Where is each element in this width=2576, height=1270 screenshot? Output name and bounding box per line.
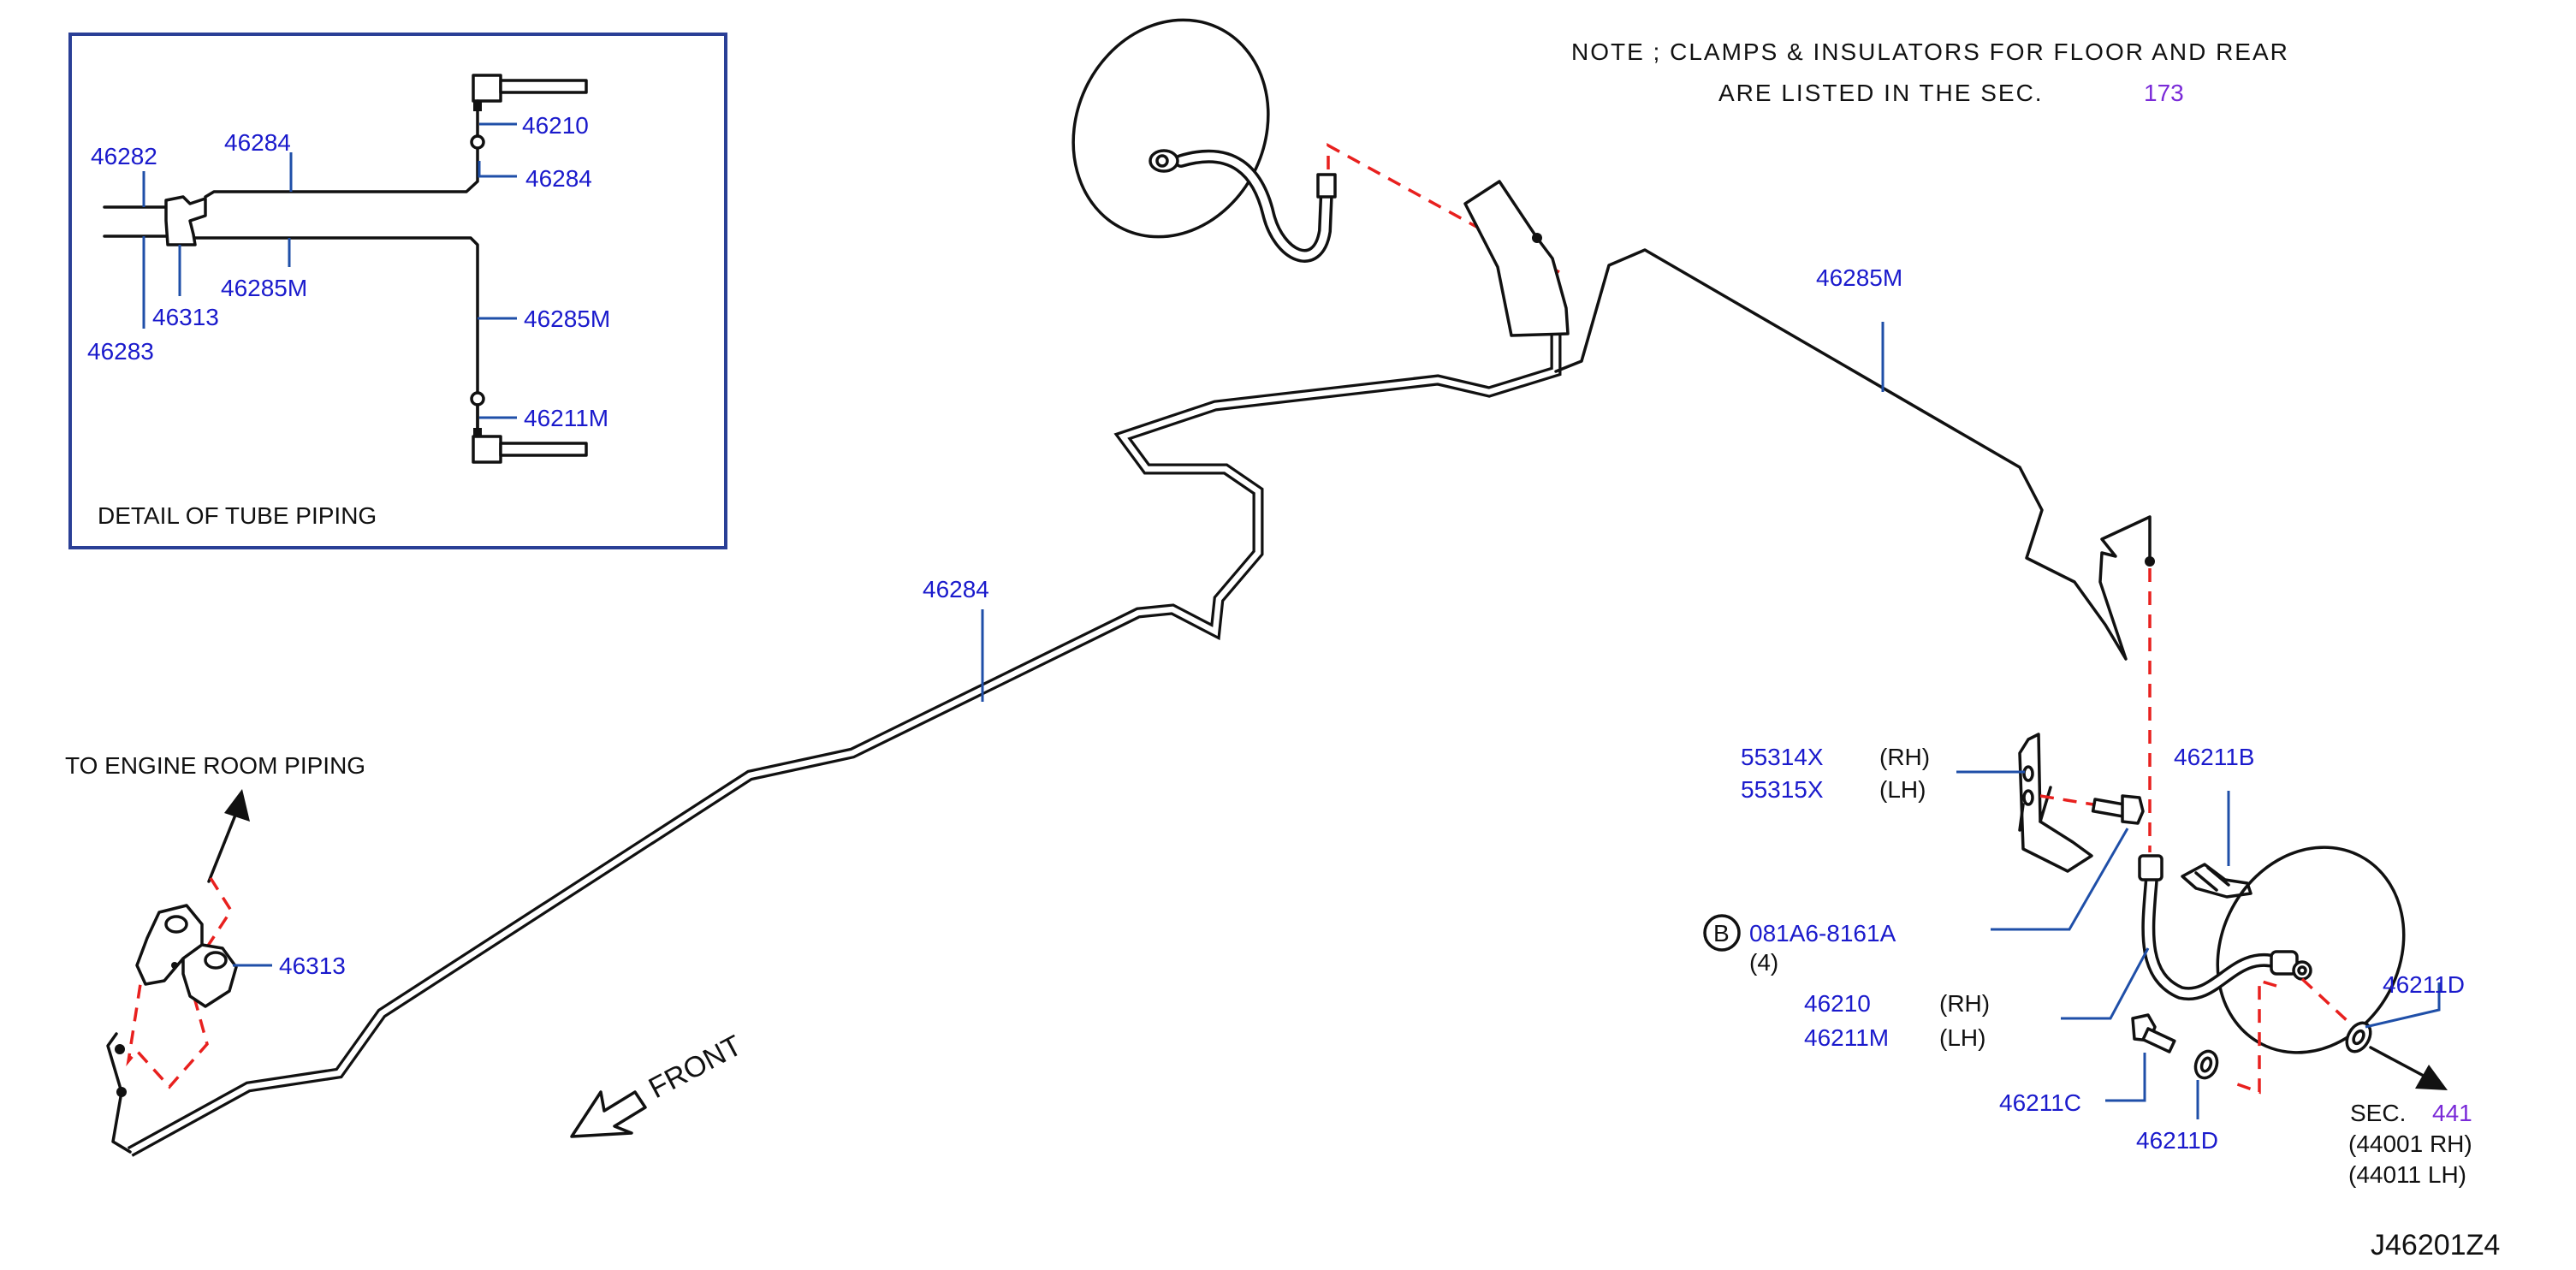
sec-441-label: SEC. <box>2350 1100 2406 1126</box>
sec-441-number[interactable]: 441 <box>2432 1100 2472 1126</box>
label-46211c[interactable]: 46211C <box>1999 1089 2081 1116</box>
note-sec-number[interactable]: 173 <box>2144 80 2184 106</box>
detail-label-46211m[interactable]: 46211M <box>524 405 608 431</box>
detail-tube-46285m <box>193 236 479 430</box>
top-left-bracket <box>1463 180 1570 337</box>
engine-room-label: TO ENGINE ROOM PIPING <box>65 752 365 779</box>
label-46210[interactable]: 46210 <box>1804 990 1871 1017</box>
tube-46285m: 46285M <box>1554 248 2155 852</box>
label-rh-1: (RH) <box>1879 744 1930 770</box>
front-label: FRONT <box>644 1030 747 1106</box>
junction-dash-path <box>126 877 234 1089</box>
label-lh-2: (LH) <box>1939 1024 1985 1051</box>
detail-label-46284-right[interactable]: 46284 <box>525 165 592 192</box>
label-55314x[interactable]: 55314X <box>1741 744 1824 770</box>
front-indicator: FRONT <box>570 1030 747 1138</box>
junction-block-46313[interactable] <box>135 904 238 1008</box>
sec441-arrow-shaft <box>2369 1046 2424 1077</box>
tube-46284: 46284 <box>106 334 1562 1157</box>
detail-title: DETAIL OF TUBE PIPING <box>98 502 377 529</box>
label-081a6-qty: (4) <box>1749 949 1778 976</box>
banjo-dash-right <box>2300 977 2350 1024</box>
detail-tube-piping-inset: 46282 46284 46210 46284 46313 46285M 462… <box>68 33 727 549</box>
top-left-hose-nut <box>1316 173 1337 199</box>
banjo-dash-path <box>2229 978 2277 1095</box>
bracket-55314x[interactable] <box>2018 733 2093 873</box>
top-left-brake-assembly <box>1071 18 1570 337</box>
detail-fitting-bottom <box>472 435 502 464</box>
label-55315x[interactable]: 55315X <box>1741 776 1824 803</box>
detail-fitting-bottom-pipe <box>499 442 588 457</box>
tube-right-clip <box>2145 556 2155 567</box>
tube-left-clip-2 <box>115 1044 125 1054</box>
detail-top-nut <box>473 101 482 111</box>
bracket-bolt-dash <box>2039 794 2094 806</box>
detail-frame <box>68 33 727 549</box>
note-line-1: NOTE ; CLAMPS & INSULATORS FOR FLOOR AND… <box>1571 39 2289 65</box>
leader-081a6 <box>1991 828 2129 931</box>
bolt-081a6[interactable] <box>2091 794 2145 825</box>
bracket-detail <box>2018 786 2052 832</box>
detail-tube-46284 <box>204 145 479 199</box>
detail-top-joint <box>470 134 485 150</box>
note-line-2: ARE LISTED IN THE SEC. <box>1718 80 2044 106</box>
label-081a6[interactable]: 081A6-8161A <box>1749 920 1896 947</box>
detail-label-46284-top[interactable]: 46284 <box>224 129 291 156</box>
label-46313[interactable]: 46313 <box>279 952 346 979</box>
leader-46210 <box>2061 947 2150 1020</box>
label-46285m[interactable]: 46285M <box>1816 264 1902 291</box>
detail-junction-46313 <box>164 195 207 246</box>
top-left-dash <box>1327 143 1560 274</box>
detail-label-46285m-mid[interactable]: 46285M <box>221 275 307 301</box>
leader-46211c <box>2105 1053 2146 1102</box>
leader-46211d-right <box>2365 982 2441 1029</box>
note-block: NOTE ; CLAMPS & INSULATORS FOR FLOOR AND… <box>1571 39 2289 106</box>
engine-room-section: TO ENGINE ROOM PIPING 46313 <box>65 752 365 1089</box>
bolt-circle-b-letter: B <box>1713 920 1730 947</box>
leader-detail-46284-right <box>478 161 517 178</box>
rear-right-disc <box>2216 846 2406 1054</box>
label-rh-2: (RH) <box>1939 990 1990 1017</box>
detail-fitting-top <box>472 74 502 103</box>
detail-bottom-joint <box>470 391 485 407</box>
engine-arrow-shaft <box>207 811 238 883</box>
label-46284[interactable]: 46284 <box>923 576 989 602</box>
hose-banjo-46210[interactable] <box>2270 950 2312 981</box>
detail-label-46285m-right[interactable]: 46285M <box>524 306 610 332</box>
sec-441-rh: (44001 RH) <box>2348 1131 2472 1157</box>
sec441-arrow-head <box>2415 1065 2448 1090</box>
tube-left-clip <box>116 1087 127 1097</box>
diagram-code: J46201Z4 <box>2371 1229 2500 1261</box>
detail-label-46210[interactable]: 46210 <box>522 112 589 139</box>
bolt-46211c[interactable] <box>2131 1013 2176 1053</box>
label-46211m[interactable]: 46211M <box>1804 1024 1889 1051</box>
engine-arrow-head <box>224 789 250 822</box>
rear-right-assembly: 55314X (RH) 55315X (LH) B 081A6-8161A (4… <box>1703 733 2472 1188</box>
hose-nut-46210 <box>2138 854 2163 881</box>
detail-fitting-top-pipe <box>499 79 588 94</box>
top-left-disc <box>1071 18 1270 239</box>
label-46211d-right[interactable]: 46211D <box>2383 971 2465 998</box>
sec-441-lh: (44011 LH) <box>2348 1161 2466 1188</box>
detail-label-46283[interactable]: 46283 <box>87 338 154 365</box>
detail-label-46313[interactable]: 46313 <box>152 304 219 330</box>
label-46211d-bottom[interactable]: 46211D <box>2136 1127 2218 1154</box>
detail-bottom-nut <box>473 428 482 438</box>
bolt-circle-b <box>1703 914 1741 952</box>
front-arrow-icon <box>570 1090 647 1138</box>
detail-label-46282[interactable]: 46282 <box>91 143 157 169</box>
label-46211b[interactable]: 46211B <box>2174 744 2254 770</box>
label-lh-1: (LH) <box>1879 776 1926 803</box>
